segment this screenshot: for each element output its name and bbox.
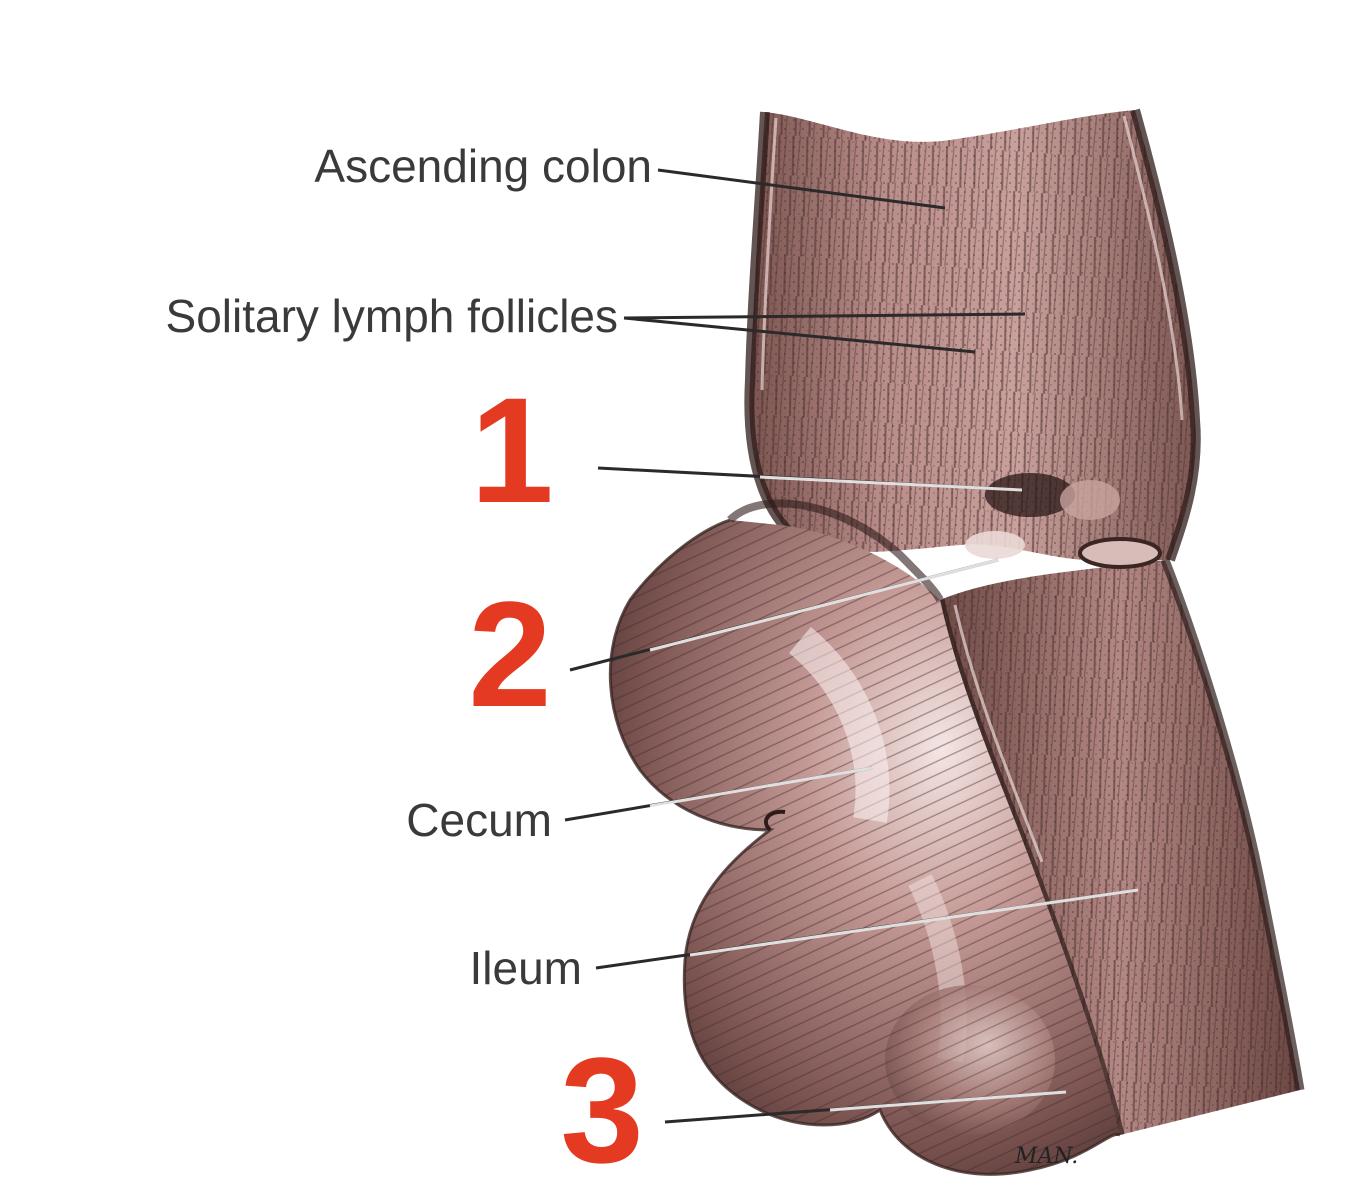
label-solitary-lymph-follicles: Solitary lymph follicles	[166, 290, 618, 342]
leader-ascending-colon	[657, 168, 946, 210]
leader-lines	[564, 168, 1139, 1124]
leader-solitary-lymph-1	[623, 312, 1026, 320]
marker-number-3: 3	[560, 1026, 643, 1194]
leader-solitary-lymph-2	[623, 316, 976, 354]
label-ileum: Ileum	[470, 942, 582, 994]
artist-signature: MAN.	[1014, 1144, 1078, 1169]
marker-number-1: 1	[470, 366, 553, 534]
leader-3-hi	[829, 1090, 1067, 1112]
leader-cecum-hi	[649, 766, 873, 808]
leader-1-hi	[759, 475, 1023, 492]
label-cecum: Cecum	[406, 794, 552, 846]
cecum-shape	[608, 499, 1121, 1176]
label-ascending-colon: Ascending colon	[314, 140, 652, 192]
leader-2-hi	[649, 558, 999, 652]
marker-number-2: 2	[468, 570, 551, 738]
ascending-colon-shape	[744, 108, 1201, 562]
leader-ileum-hi	[689, 888, 1139, 957]
ileum-shape	[935, 537, 1305, 1137]
